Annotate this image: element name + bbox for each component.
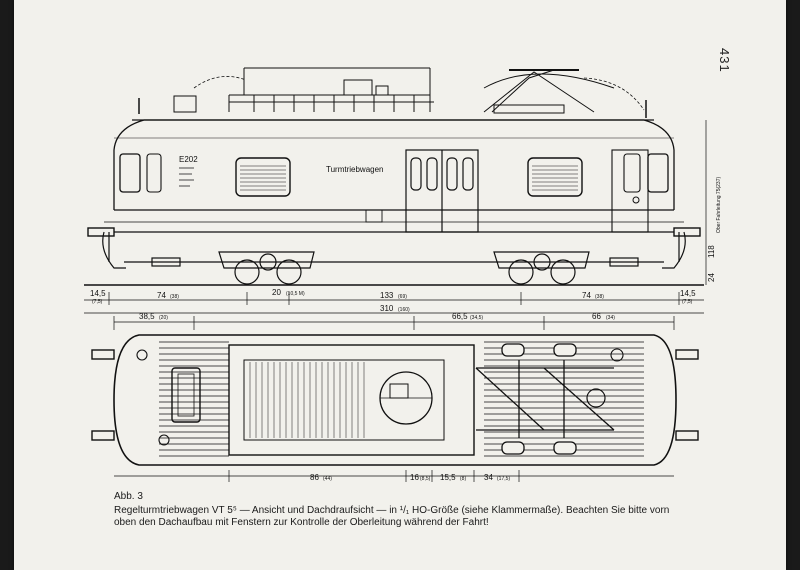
svg-text:20: 20 xyxy=(272,288,281,297)
svg-text:(7,5): (7,5) xyxy=(682,299,693,305)
svg-text:133: 133 xyxy=(380,291,394,300)
svg-text:(34,5): (34,5) xyxy=(470,315,483,321)
bogie-right xyxy=(493,251,590,285)
underframe xyxy=(102,231,686,269)
svg-text:38,5: 38,5 xyxy=(139,312,155,321)
top-view: 38,5 (20) 66,5 (34,5) 66 (34) xyxy=(91,312,699,482)
pantograph-top xyxy=(475,343,615,455)
svg-text:74: 74 xyxy=(582,291,591,300)
svg-text:66: 66 xyxy=(592,312,601,321)
svg-text:24: 24 xyxy=(707,273,716,282)
svg-text:74: 74 xyxy=(157,291,166,300)
svg-text:(10,5 M): (10,5 M) xyxy=(286,291,305,297)
central-doors xyxy=(405,149,479,233)
svg-text:310: 310 xyxy=(380,304,394,313)
svg-text:66,5: 66,5 xyxy=(452,312,468,321)
svg-text:34: 34 xyxy=(484,473,493,482)
svg-text:(8,5): (8,5) xyxy=(420,476,431,482)
book-page: 431 xyxy=(14,0,786,570)
bogie-left xyxy=(218,251,315,285)
svg-text:(34): (34) xyxy=(606,315,615,321)
platform-grating xyxy=(249,362,365,438)
caption-figure-number: Abb. 3 xyxy=(114,491,143,502)
car-body xyxy=(104,119,684,233)
side-label: Turmtriebwagen xyxy=(326,165,384,174)
caption-line-2: oben den Dachaufbau mit Fenstern zur Kon… xyxy=(114,517,489,528)
side-view: E202 Turmtriebwagen xyxy=(84,67,722,314)
svg-text:(38): (38) xyxy=(170,294,179,300)
svg-text:15,5: 15,5 xyxy=(440,473,456,482)
svg-text:14,5: 14,5 xyxy=(680,289,696,298)
svg-text:(20): (20) xyxy=(159,315,168,321)
svg-text:(7,5): (7,5) xyxy=(92,299,103,305)
svg-text:(44): (44) xyxy=(323,476,332,482)
loco-number: E202 xyxy=(179,155,198,164)
svg-text:14,5: 14,5 xyxy=(90,289,106,298)
caption-line-1: Regelturmtriebwagen VT 5⁵ — Ansicht und … xyxy=(114,504,670,516)
svg-text:(69): (69) xyxy=(398,294,407,300)
svg-text:(38): (38) xyxy=(595,294,604,300)
pantograph xyxy=(483,69,615,113)
figure-caption: Abb. 3 Regelturmtriebwagen VT 5⁵ — Ansic… xyxy=(114,491,714,530)
side-window-right xyxy=(527,157,583,197)
svg-text:(17,5): (17,5) xyxy=(497,476,510,482)
svg-text:86: 86 xyxy=(310,473,319,482)
svg-text:(160): (160) xyxy=(398,307,410,313)
technical-drawing: E202 Turmtriebwagen xyxy=(84,67,722,482)
roof-tower xyxy=(228,67,434,112)
side-window-left xyxy=(235,157,291,197)
svg-text:(8): (8) xyxy=(460,476,466,482)
svg-text:16: 16 xyxy=(410,473,419,482)
svg-text:118: 118 xyxy=(707,245,716,258)
vertical-label: Ober Fahrleitung 75(237) xyxy=(716,177,722,233)
